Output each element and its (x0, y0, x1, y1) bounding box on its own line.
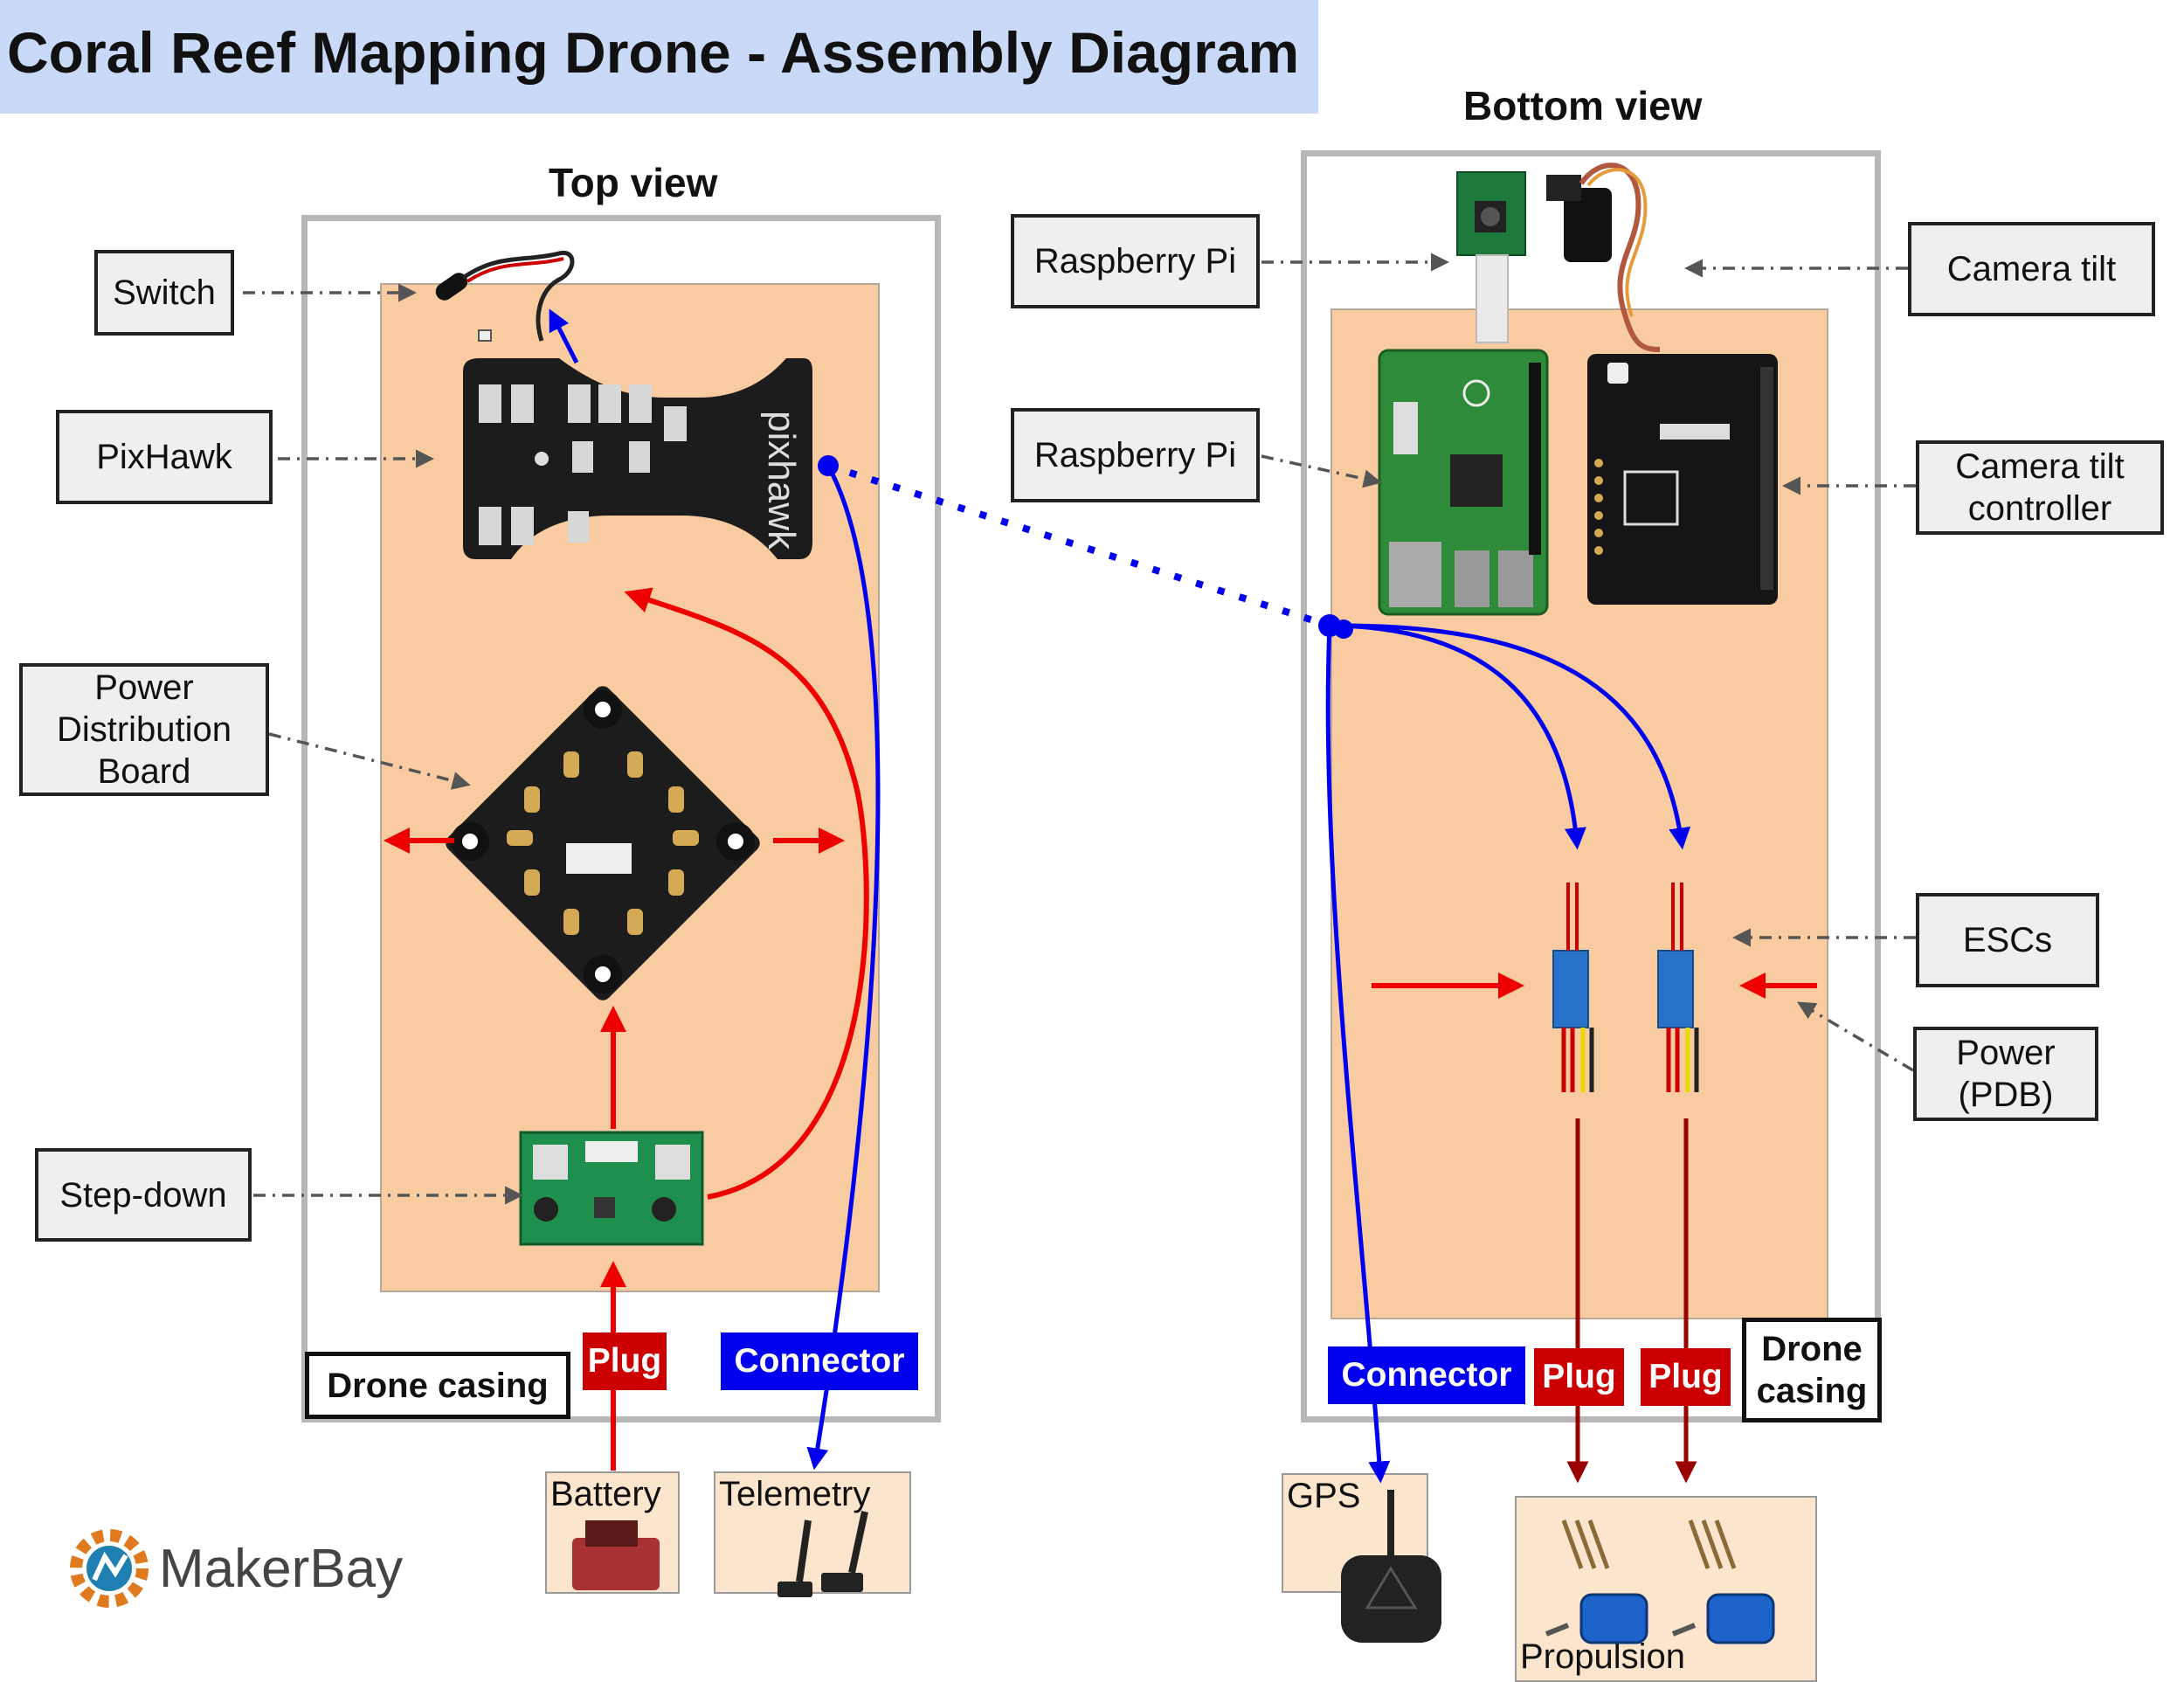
power-pdb-leader (1796, 1001, 1914, 1072)
signal-lines (806, 462, 1691, 1484)
pixhawk-to-telemetry-line (806, 464, 881, 1471)
switch-label-box: Switch (94, 250, 234, 336)
stepdown-component (519, 1131, 704, 1246)
pixhawk-component: pixhawk (463, 358, 812, 559)
motor-1-icon (1545, 1519, 1648, 1644)
esc-2-component (1657, 883, 1699, 1092)
telemetry-label: Telemetry (719, 1475, 871, 1513)
tilt-controller-component (1587, 354, 1778, 605)
power-pdb-label-box: Power (PDB) (1913, 1027, 2098, 1121)
makerbay-logo-icon (70, 1529, 149, 1608)
pixhawk-label-box: PixHawk (56, 410, 273, 504)
top-view-heading: Top view (549, 160, 718, 205)
makerbay-logo-text: MakerBay (159, 1539, 404, 1599)
pi-board-leader (1261, 454, 1382, 488)
stepdown-to-pixhawk-arrow (624, 587, 869, 1200)
camera-tilt-label-box: Camera tilt (1908, 222, 2155, 316)
page-title: Coral Reef Mapping Drone - Assembly Diag… (7, 20, 1300, 85)
escs-label-box: ESCs (1916, 893, 2099, 987)
pixhawk-to-switch-arrow (549, 308, 579, 364)
pixhawk-to-esc1-line (1336, 623, 1586, 850)
raspberry-pi-camera-label-box: Raspberry Pi (1011, 214, 1260, 308)
gps-icon (1341, 1490, 1441, 1643)
battery-icon (572, 1520, 660, 1590)
raspberry-pi-board-component (1378, 349, 1549, 616)
camera-tilt-component (1546, 163, 1661, 352)
stepdown-label-box: Step-down (35, 1148, 252, 1242)
pdb-component (446, 686, 760, 1000)
plug-tag-top: Plug (583, 1332, 667, 1390)
gps-label: GPS (1287, 1477, 1361, 1515)
camera-tilt-controller-label-box: Camera tilt controller (1916, 440, 2164, 535)
svg-text:pixhawk: pixhawk (760, 411, 803, 550)
switch-component (435, 250, 575, 342)
plug-tag-bottom-2: Plug (1641, 1348, 1731, 1406)
pixhawk-to-esc2-line (1336, 623, 1691, 850)
raspberry-pi-board-label-box: Raspberry Pi (1011, 408, 1260, 502)
esc-1-component (1552, 883, 1594, 1092)
top-drone-casing-label: Drone casing (305, 1352, 570, 1419)
telemetry-box: Telemetry (714, 1471, 911, 1594)
title-bar: Coral Reef Mapping Drone - Assembly Diag… (0, 0, 1318, 114)
bottom-connection-dot-2 (1334, 620, 1353, 639)
motor-2-icon (1671, 1519, 1775, 1644)
bottom-view-heading: Bottom view (1463, 83, 1703, 128)
pi-camera-component (1456, 171, 1526, 343)
bottom-drone-casing-label: Drone casing (1742, 1318, 1882, 1422)
telemetry-icon (778, 1511, 868, 1597)
plug-tag-bottom-1: Plug (1534, 1348, 1624, 1406)
connector-tag-bottom: Connector (1328, 1346, 1525, 1404)
pixhawk-connection-dot (818, 455, 839, 476)
battery-label: Battery (550, 1475, 661, 1513)
connector-tag-top: Connector (721, 1332, 918, 1390)
pdb-label-box: Power Distribution Board (19, 663, 269, 796)
leader-lines (243, 253, 1916, 1205)
pdb-leader (268, 732, 471, 790)
